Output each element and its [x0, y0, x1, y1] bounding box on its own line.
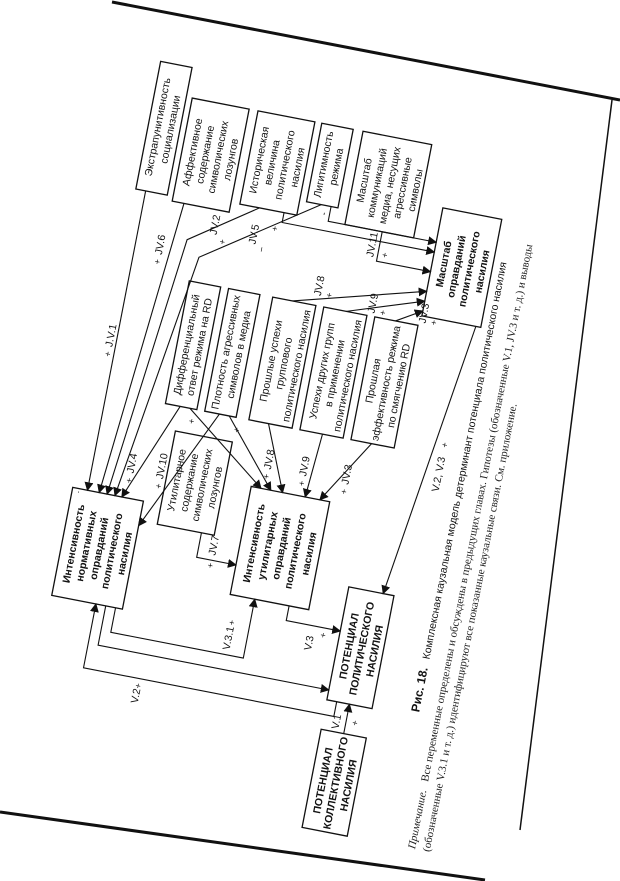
edge-sign: +	[261, 473, 272, 480]
edge-label-v31: V.3.1	[221, 625, 237, 651]
edge-diff-util	[189, 407, 262, 490]
node-past-regime-efficacy: Прошлая эффективность режима по смягчени…	[350, 316, 419, 449]
edge-jv9	[302, 433, 324, 498]
edge-label-jv3-top: JV.3	[417, 302, 433, 324]
edge-jv9-top	[346, 297, 426, 312]
edge-jv10	[138, 413, 220, 527]
edge-label-jv6: JV.6	[153, 234, 169, 256]
edge-jv8-top	[292, 287, 428, 302]
edge-jv5	[113, 204, 322, 497]
edge-label-jv9-top: JV.9	[366, 292, 382, 314]
edge-sign: +	[153, 483, 164, 490]
edge-sign: +	[296, 480, 307, 487]
edge-sign: +	[186, 418, 197, 425]
edge-label-jv2: JV.2	[208, 214, 224, 236]
edge-label-v1: V.1	[330, 713, 345, 730]
node-utilitarian-content: Утилитарное содержание символических лоз…	[156, 430, 234, 537]
edge-jv6	[97, 203, 185, 494]
edge-jv7	[196, 532, 237, 568]
edge-sign: +	[217, 238, 228, 245]
causal-diagram: Экстрапунитивность социализации Аффектив…	[50, 60, 536, 853]
node-collective-violence-potential: ПОТЕНЦИАЛ КОЛЛЕКТИВНОГО НАСИЛИЯ	[301, 728, 368, 837]
node-utilitarian-justification: Интенсивность утилитарных оправданий пол…	[229, 485, 331, 611]
edge-v3	[285, 605, 342, 634]
edge-sign: ·	[73, 490, 83, 495]
edge-v2	[82, 602, 338, 718]
edge-sign: +	[377, 309, 388, 316]
edge-sign: +	[318, 632, 329, 639]
edge-hist-scale	[281, 212, 436, 255]
edge-sign: +	[428, 319, 439, 326]
edge-sign: +	[231, 426, 242, 433]
node-other-groups-success: Успехи других групп в применении политич…	[299, 306, 368, 439]
edge-jv4	[121, 406, 181, 498]
node-normative-justification: Интенсивность нормативных оправданий пол…	[50, 486, 145, 610]
edge-label-jv7: JV.7	[206, 534, 222, 556]
page-bottom-rule	[0, 810, 486, 881]
edge-sign: +	[124, 477, 135, 484]
edge-labels: J.V.1 + JV.6 + JV.2 + JV.5 − JV.11 + + -…	[73, 211, 450, 730]
edge-label-jv9: JV.9	[297, 455, 313, 477]
edge-sign: +	[152, 258, 163, 265]
page-right-rule	[519, 99, 613, 831]
edge-jv1	[84, 190, 147, 492]
edge-sign: -	[318, 211, 328, 216]
edge-sign: +	[339, 488, 350, 495]
edge-label-jv10: JV.10	[154, 452, 171, 480]
note-line-1: Примечание. Все переменные определены и …	[402, 242, 536, 851]
edge-sign: −	[256, 246, 267, 253]
edge-label-v3: V.3	[302, 634, 317, 651]
edge-label-jv3: JV.3	[339, 463, 355, 485]
edge-v2v3	[381, 326, 477, 595]
edge-label-jv1: J.V.1	[103, 323, 119, 348]
caption-label: Рис. 18.	[408, 666, 430, 713]
node-political-violence-potential: ПОТЕНЦИАЛ ПОЛИТИЧЕСКОГО НАСИЛИЯ	[326, 586, 395, 710]
edge-v2-pot	[97, 605, 330, 693]
edge-sign: +	[379, 252, 390, 259]
node-justification-scale: Масштаб оправданий политического насилия	[421, 207, 503, 329]
edge-label-jv5: JV.5	[247, 223, 263, 245]
edge-sign: +	[226, 619, 237, 626]
node-past-group-success: Прошлые успехи группового политического …	[248, 296, 317, 429]
node-media-scale: Масштаб коммуникаций медиа, несущих агре…	[344, 130, 433, 239]
edge-jv11	[375, 231, 432, 275]
edge-label-v2: V.2	[129, 687, 144, 704]
edge-label-jv8-top: JV.8	[312, 275, 328, 297]
node-historical-magnitude: Историческая величина политического наси…	[239, 110, 316, 216]
edge-label-v2v3: V.2, V.3	[430, 456, 449, 493]
edge-sign: +	[324, 292, 335, 299]
edge-sign: +	[133, 682, 144, 689]
edge-jv3	[319, 443, 372, 501]
edge-sign: +	[102, 350, 113, 357]
edge-v31	[110, 598, 258, 659]
edge-sign: +	[350, 719, 361, 726]
edge-dens-util	[228, 415, 272, 492]
edges	[82, 190, 477, 734]
node-affective-content: Аффективное содержание символических лоз…	[171, 97, 250, 213]
edge-label-jv4: JV.4	[125, 452, 141, 474]
edge-label-jv8: JV.8	[262, 448, 278, 470]
node-regime-legitimacy: Лигитимность режима	[305, 122, 354, 209]
edge-jv3-top	[395, 309, 424, 322]
edge-label-jv11: JV.11	[364, 231, 381, 258]
edge-jv8	[267, 423, 286, 494]
edge-sign: +	[269, 225, 280, 232]
edge-legit-scale	[327, 206, 438, 246]
edge-jv2	[105, 207, 260, 496]
edge-sign: +	[439, 441, 450, 448]
page-top-rule	[111, 0, 620, 102]
edge-sign: +	[205, 562, 216, 569]
edge-v1	[343, 703, 353, 734]
